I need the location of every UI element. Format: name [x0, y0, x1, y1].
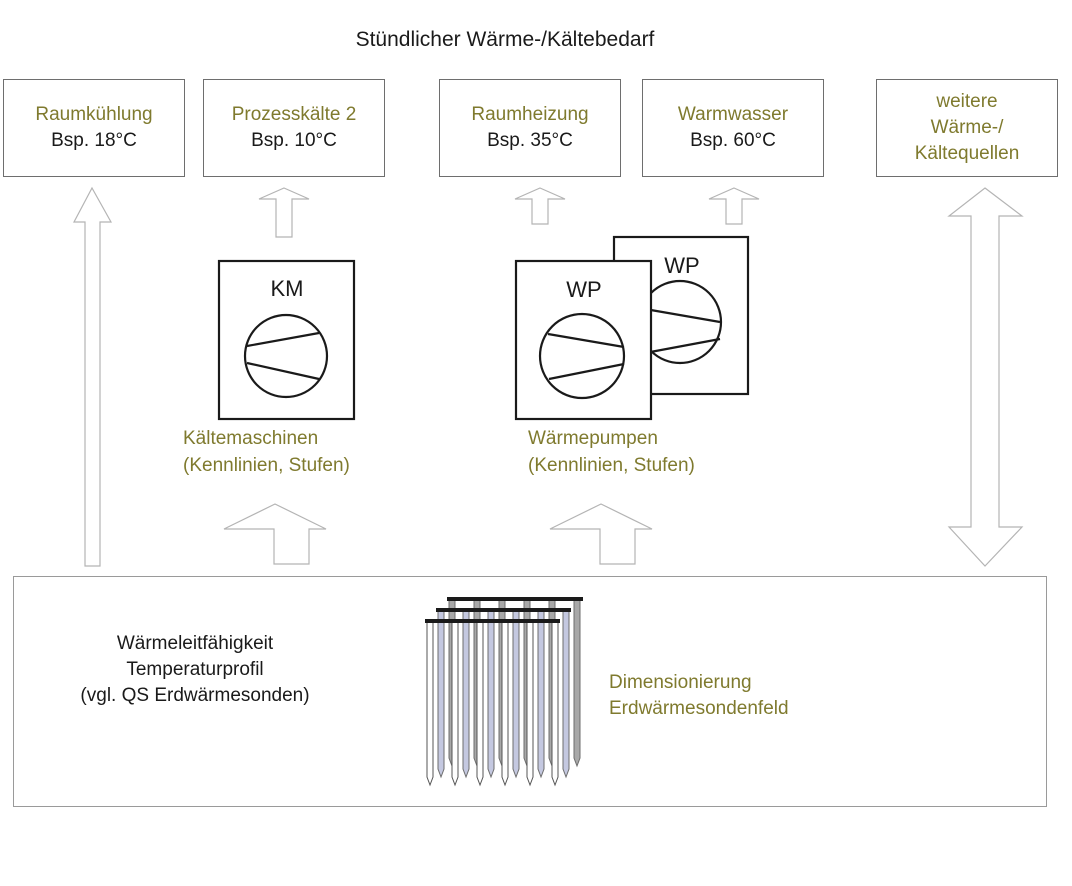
chiller-symbol: KM: [271, 276, 304, 301]
demand-example-temp: Bsp. 18°C: [51, 130, 137, 151]
ground-property-line: Wärmeleitfähigkeit: [116, 633, 274, 654]
demand-box-prozesskaelte: Prozesskälte 2 Bsp. 10°C: [203, 79, 385, 177]
borehole-probe: [437, 610, 445, 779]
arrow-up-warmwasser: [708, 187, 760, 225]
borehole-probe: [462, 610, 470, 779]
demand-name: Prozesskälte 2: [231, 104, 357, 125]
borehole-probe: [501, 621, 509, 787]
ground-property-line: (vgl. QS Erdwärmesonden): [80, 685, 310, 706]
borehole-probe: [451, 621, 459, 787]
arrow-up-prozesskaelte: [258, 187, 310, 238]
ground-property-line: Temperaturprofil: [126, 659, 264, 680]
compressor-icon: [243, 313, 329, 399]
arrow-up-raumkuehlung: [73, 186, 113, 567]
borehole-probe: [512, 610, 520, 779]
borehole-probe: [562, 610, 570, 779]
chiller-label: Kältemaschinen (Kennlinien, Stufen): [183, 425, 350, 479]
borehole-probe: [537, 610, 545, 779]
ground-properties: Wärmeleitfähigkeit Temperaturprofil (vgl…: [40, 631, 350, 709]
diagram-title: Stündlicher Wärme-/Kältebedarf: [355, 28, 655, 51]
other-sources-box: weitere Wärme-/ Kältequellen: [876, 79, 1058, 177]
chiller-label-line1: Kältemaschinen: [183, 428, 319, 449]
dimensioning-line: Erdwärmesondenfeld: [609, 698, 789, 719]
heatpump-symbol-front: WP: [566, 277, 601, 302]
other-sources-line: Wärme-/: [930, 117, 1004, 138]
chiller-label-line2: (Kennlinien, Stufen): [183, 455, 350, 476]
arrow-up-ground-to-heatpump: [549, 503, 653, 565]
probe-header-pipe: [425, 619, 560, 623]
probe-row-front: [425, 619, 560, 787]
heatpump-label: Wärmepumpen (Kennlinien, Stufen): [528, 425, 695, 479]
demand-name: Warmwasser: [677, 104, 789, 125]
heatpump-symbol-back: WP: [664, 253, 699, 278]
demand-example-temp: Bsp. 35°C: [487, 130, 573, 151]
dimensioning-label: Dimensionierung Erdwärmesondenfeld: [609, 670, 789, 722]
double-arrow-other-sources: [947, 187, 1024, 567]
probe-row-middle: [436, 608, 571, 779]
borehole-probe: [573, 599, 581, 768]
demand-name: Raumheizung: [471, 104, 589, 125]
demand-box-warmwasser: Warmwasser Bsp. 60°C: [642, 79, 824, 177]
borehole-probe: [426, 621, 434, 787]
borehole-probe: [487, 610, 495, 779]
heatpump-label-line2: (Kennlinien, Stufen): [528, 455, 695, 476]
heatpump-unit-front: [514, 259, 653, 421]
demand-example-temp: Bsp. 10°C: [251, 130, 337, 151]
ground-box: [13, 576, 1047, 807]
demand-example-temp: Bsp. 60°C: [690, 130, 776, 151]
arrow-up-ground-to-chiller: [223, 503, 327, 565]
probe-header-pipe: [447, 597, 583, 601]
dimensioning-line: Dimensionierung: [609, 672, 752, 693]
heatpump-label-line1: Wärmepumpen: [528, 428, 658, 449]
arrow-up-raumheizung: [514, 187, 566, 225]
borehole-probe: [476, 621, 484, 787]
other-sources-line: weitere: [936, 91, 998, 112]
demand-name: Raumkühlung: [35, 104, 153, 125]
borehole-probe: [551, 621, 559, 787]
demand-box-raumkuehlung: Raumkühlung Bsp. 18°C: [3, 79, 185, 177]
other-sources-line: Kältequellen: [914, 143, 1020, 164]
compressor-icon: [538, 312, 626, 400]
probe-header-pipe: [436, 608, 571, 612]
borehole-field-icon: [425, 597, 583, 787]
chiller-unit: [217, 259, 356, 421]
demand-box-raumheizung: Raumheizung Bsp. 35°C: [439, 79, 621, 177]
borehole-probe: [526, 621, 534, 787]
